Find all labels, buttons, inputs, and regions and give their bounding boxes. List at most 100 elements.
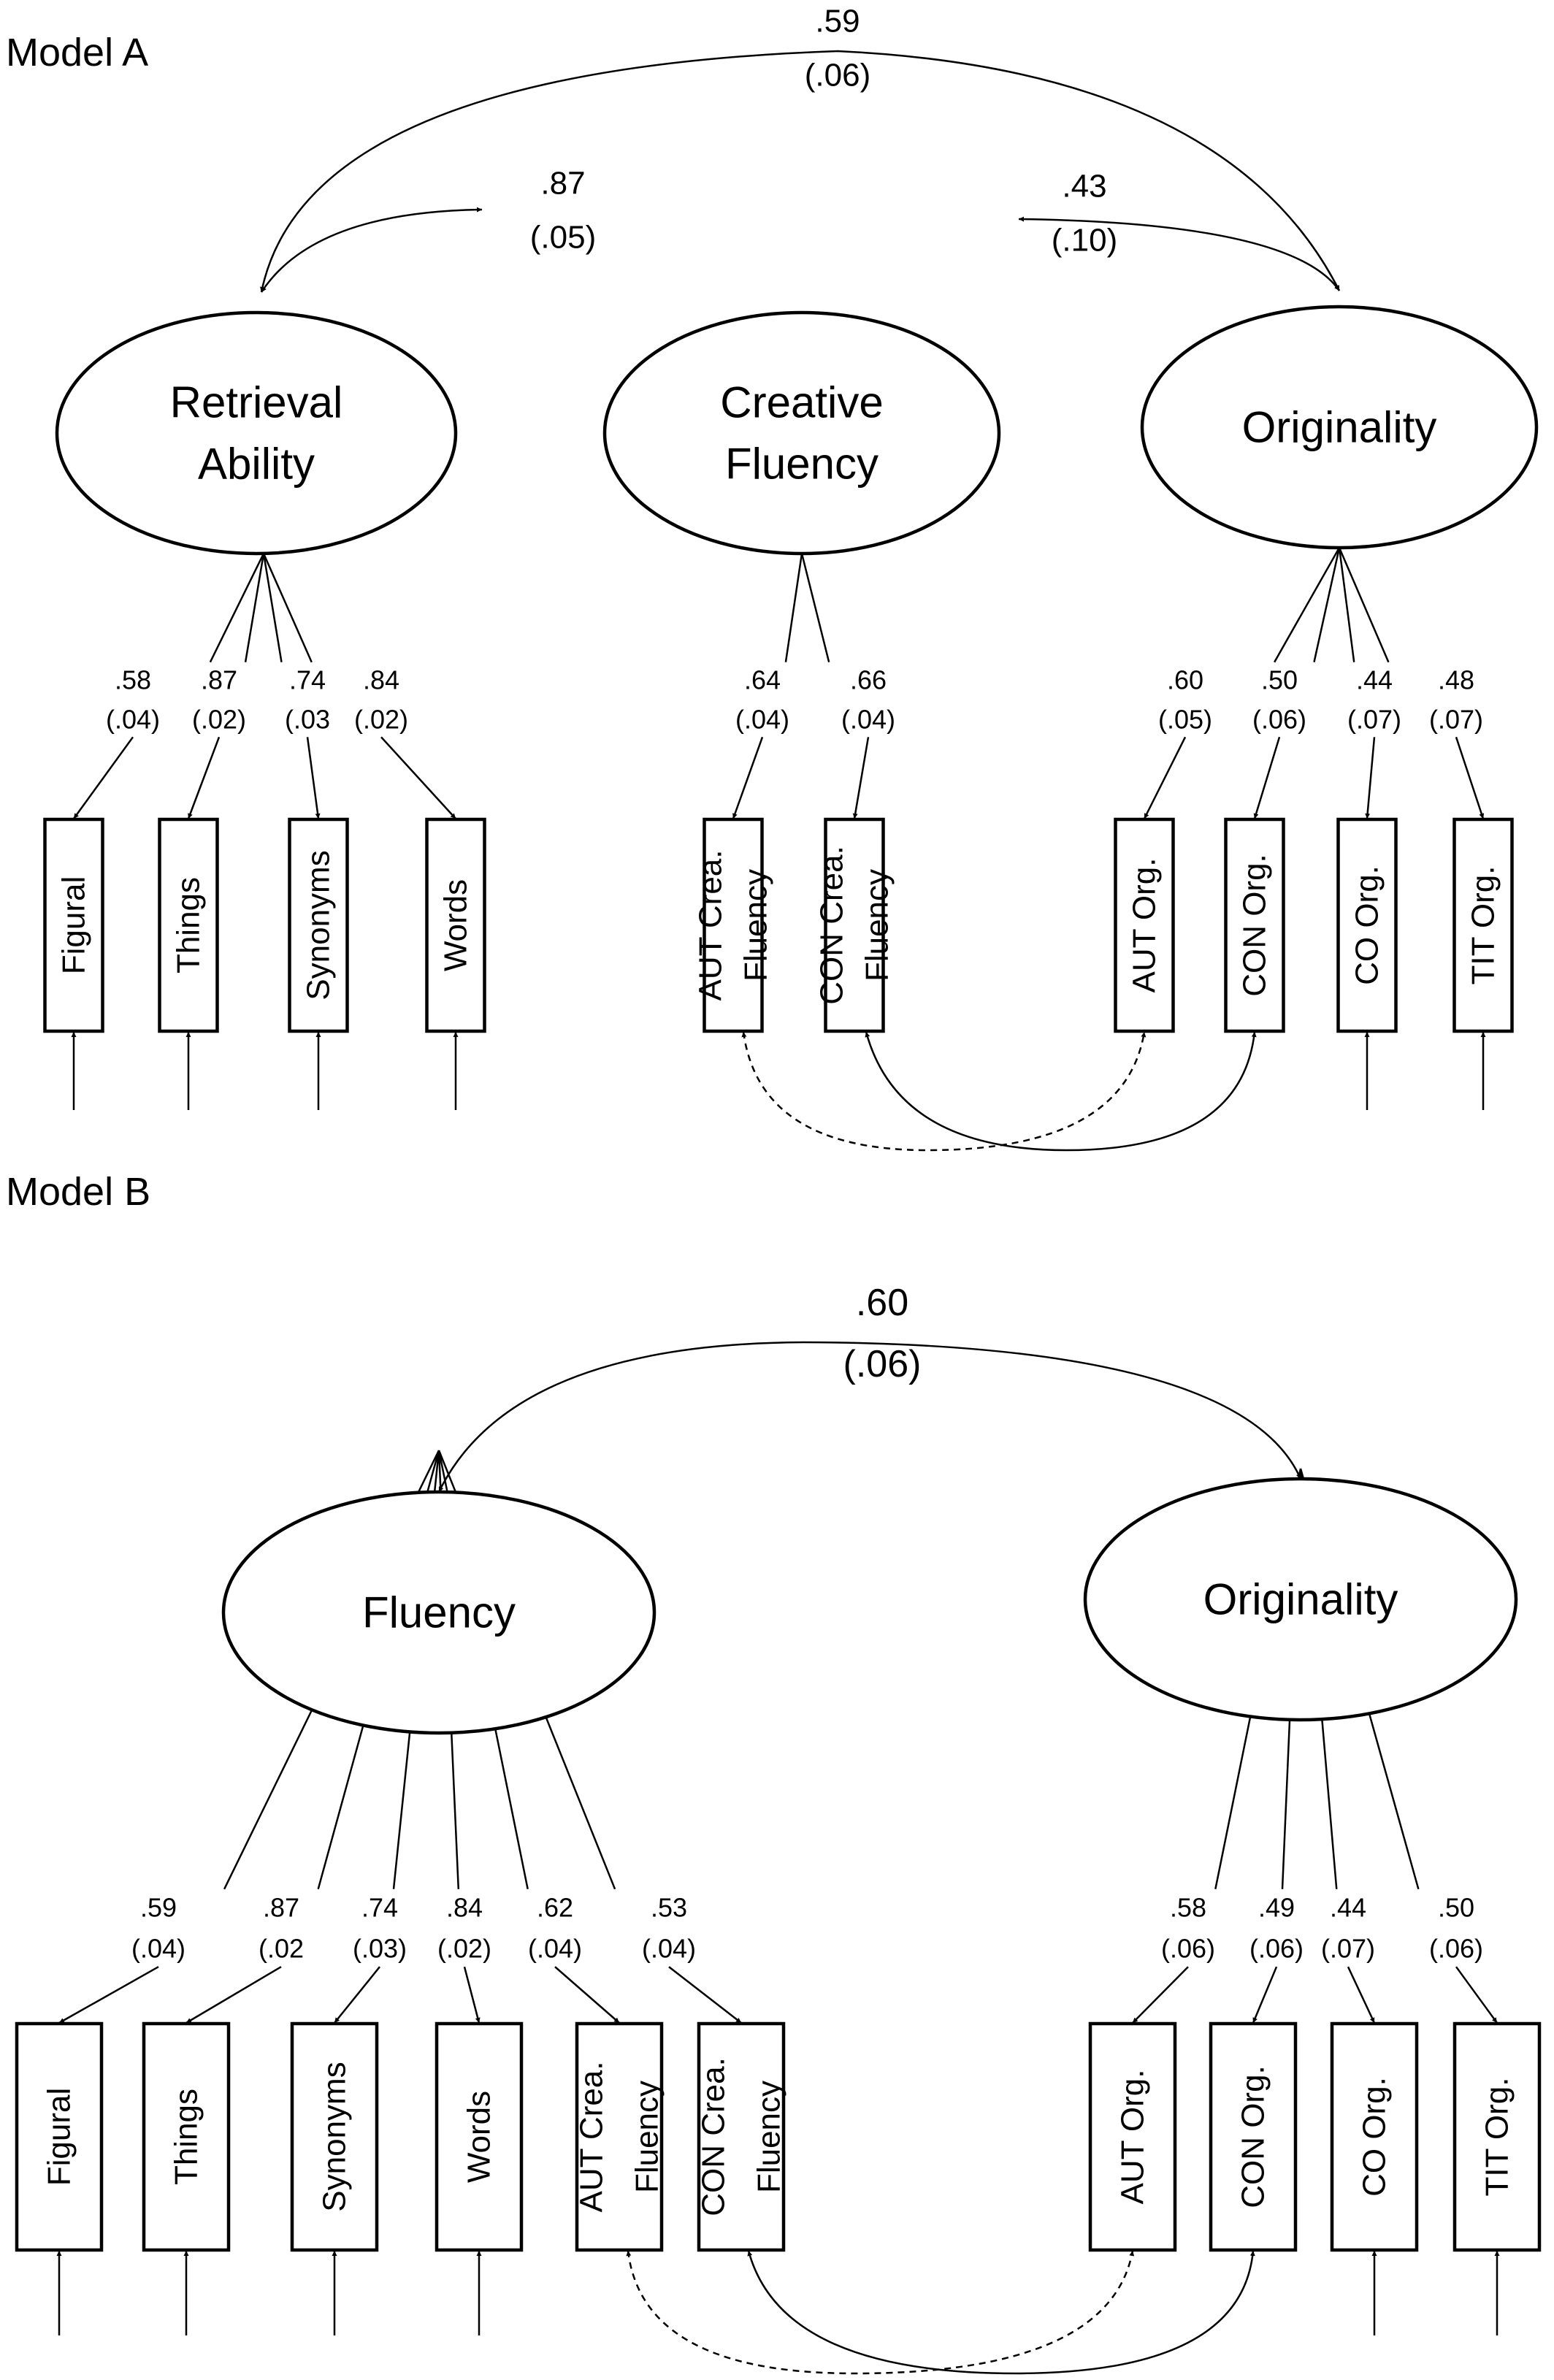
model-a-indicator-co-org-loading-value: .44 (1356, 665, 1393, 695)
model-a-indicator-synonyms-loading-arrow (306, 737, 321, 819)
model-a-indicator-con-org-label: CON Org. (1237, 854, 1273, 997)
model-b-indicator-things-loading-se: (.02 (259, 1934, 304, 1964)
model-a-covariance-2 (1018, 216, 1341, 291)
model-b-indicator-words-loading-value: .84 (446, 1893, 483, 1923)
model-a-indicator-tit-org-loading-se: (.07) (1429, 705, 1483, 735)
model-a-indicator-con-crea-fluency-box (824, 817, 885, 1033)
model-a-indicator-synonyms-loading-value: .74 (289, 665, 326, 695)
model-a-indicator-synonyms-label: Synonyms (301, 850, 337, 1000)
model-b-indicator-con-org-label: CON Org. (1236, 2065, 1271, 2208)
model-a-indicator-things-loading-se: (.02) (192, 705, 246, 735)
model-a-indicator-con-org-loading-value: .50 (1261, 665, 1298, 695)
model-b-indicator-things-box (142, 2021, 231, 2252)
model-a-covariance-1-se: (.05) (530, 220, 596, 256)
model-b-indicator-con-crea-fluency-box (697, 2021, 786, 2252)
model-a-indicator-things-box (158, 817, 219, 1033)
model-a-indicator-co-org-loading-se: (.07) (1347, 705, 1401, 735)
model-a-indicator-con-crea-fluency-loading-value: .66 (850, 665, 887, 695)
model-a-indicator-con-org-loading-se: (.06) (1252, 705, 1306, 735)
model-b-indicator-synonyms-loading-arrow (334, 1966, 380, 2024)
model-a-indicator-aut-crea-fluency-loading-value: .64 (744, 665, 781, 695)
model-a-indicator-things-loading-line (244, 553, 265, 662)
model-b-indicator-figural-loading-se: (.04) (131, 1934, 185, 1964)
model-b-factor-originality (1083, 1477, 1518, 1722)
model-a-indicator-aut-org-box (1114, 817, 1175, 1033)
model-a-indicator-figural-loading-value: .58 (115, 665, 151, 695)
model-a-factor-label-creative-fluency-line-1: Creative (720, 378, 883, 427)
model-b-indicator-synonyms-loading-value: .74 (361, 1893, 398, 1923)
model-a-factor-label-creative-fluency-line-2: Fluency (725, 440, 879, 489)
model-a-indicator-co-org-label: CO Org. (1350, 865, 1385, 985)
model-b-indicator-con-crea-fluency-loading-value: .53 (651, 1893, 687, 1923)
model-b-factor-fluency (221, 1490, 657, 1735)
model-a-indicator-words-label: Words (438, 879, 474, 971)
model-b-factor-label-fluency: Fluency (362, 1588, 516, 1637)
model-b-indicator-tit-org-loading-value: .50 (1438, 1893, 1474, 1923)
model-b-indicator-things-label: Things (169, 2089, 204, 2185)
model-a-factor-creative-fluency (602, 310, 1001, 556)
model-a-indicator-tit-org-loading-value: .48 (1438, 665, 1474, 695)
model-a-indicator-figural-loading-line (209, 553, 265, 663)
model-b-indicator-aut-crea-fluency-loading-value: .62 (537, 1893, 573, 1923)
model-b-indicator-co-org-loading-value: .44 (1330, 1893, 1366, 1923)
model-a-indicator-tit-org-loading-line (1338, 547, 1390, 663)
model-a-indicator-aut-crea-fluency-box (703, 817, 764, 1033)
model-b-indicator-aut-crea-fluency-loading-arrow (554, 1966, 620, 2024)
model-a-covariance-1 (260, 207, 483, 293)
model-b-indicator-aut-org-loading-arrow (1132, 1966, 1189, 2024)
model-a-indicator-con-crea-fluency-loading-se: (.04) (841, 705, 895, 735)
model-b-indicator-aut-crea-fluency-label-line-1: AUT Crea. (574, 2061, 610, 2212)
model-a-indicator-aut-crea-fluency-loading-line (784, 553, 803, 662)
model-a-indicator-synonyms-loading-line (262, 553, 283, 662)
model-a-indicator-things-loading-arrow (187, 736, 221, 819)
model-a-title: Model A (6, 31, 148, 74)
model-b-title: Model B (6, 1170, 150, 1214)
model-b-indicator-co-org-loading-se: (.07) (1321, 1934, 1375, 1964)
model-b-indicator-aut-org-loading-se: (.06) (1161, 1934, 1215, 1964)
model-b-indicator-co-org-box (1330, 2021, 1419, 2252)
model-b-indicator-figural-label: Figural (42, 2088, 77, 2186)
model-a-residual-covariance-1 (741, 1031, 1147, 1152)
model-b-indicator-aut-org-box (1088, 2021, 1177, 2252)
model-b-indicator-things-loading-value: .87 (263, 1893, 299, 1923)
model-a-covariance-3-se: (.06) (805, 58, 870, 93)
model-a-indicator-tit-org-label: TIT Org. (1466, 866, 1501, 985)
model-a-indicator-words-loading-line (262, 553, 313, 663)
model-a-factor-retrieval-ability (55, 310, 458, 556)
model-b-indicator-con-crea-fluency-label-line-1: CON Crea. (696, 2057, 732, 2216)
model-a-indicator-things-label: Things (171, 877, 207, 973)
model-b-indicator-aut-org-loading-value: .58 (1170, 1893, 1206, 1923)
model-b-indicator-con-crea-fluency-loading-arrow (668, 1966, 742, 2024)
model-b-indicator-figural-loading-value: .59 (140, 1893, 177, 1923)
model-a-indicator-figural-label: Figural (56, 876, 92, 975)
model-a-indicator-figural-box (43, 817, 104, 1033)
model-b-indicator-con-crea-fluency-label-line-2: Fluency (751, 2081, 787, 2193)
model-a-indicator-co-org-box (1336, 817, 1398, 1033)
model-b-indicator-figural-loading-arrow (58, 1966, 159, 2024)
model-a-indicator-words-loading-se: (.02) (354, 705, 408, 735)
model-b-indicator-words-loading-se: (.02) (437, 1934, 491, 1964)
model-b-indicator-aut-crea-fluency-box (575, 2021, 664, 2252)
model-a-indicator-con-crea-fluency-loading-line (800, 553, 830, 663)
model-a-indicator-aut-org-loading-se: (.05) (1158, 705, 1212, 735)
model-a-covariance-3 (259, 50, 1341, 293)
model-a-factor-originality (1140, 305, 1539, 550)
model-a-indicator-words-loading-arrow (380, 736, 456, 819)
model-a-indicator-con-crea-fluency-loading-arrow (852, 737, 870, 819)
model-a-indicator-words-loading-value: .84 (363, 665, 399, 695)
model-a-indicator-con-org-loading-arrow (1253, 736, 1281, 819)
model-b-indicator-co-org-label: CO Org. (1357, 2077, 1393, 2197)
model-a-indicator-figural-loading-se: (.04) (106, 705, 160, 735)
model-a-indicator-aut-crea-fluency-loading-se: (.04) (735, 705, 789, 735)
model-b-residual-covariance-2 (747, 2250, 1255, 2375)
model-b-indicator-con-org-box (1209, 2021, 1298, 2252)
model-a-covariance-1-value: .87 (540, 166, 585, 202)
model-b-covariance-1 (437, 1341, 1302, 1493)
model-b-covariance-1-se: (.06) (843, 1343, 922, 1385)
model-b-indicator-co-org-loading-arrow (1347, 1966, 1376, 2024)
model-b-indicator-synonyms-loading-se: (.03) (353, 1934, 407, 1964)
model-b-indicator-words-box (435, 2021, 524, 2252)
model-b-indicator-words-loading-arrow (463, 1966, 481, 2024)
model-a-indicator-con-org-box (1224, 817, 1285, 1033)
